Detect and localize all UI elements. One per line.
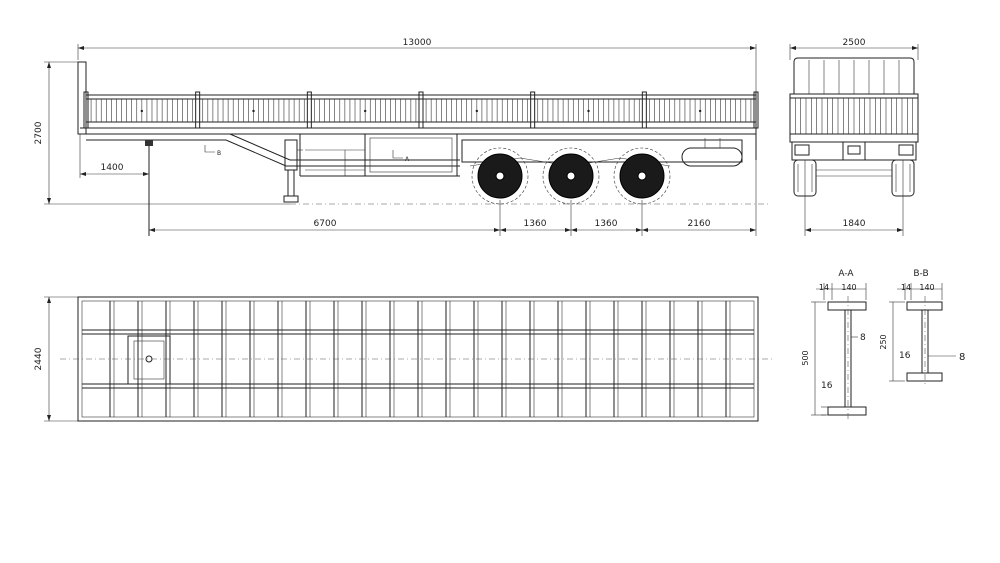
side-view: 13000 2700 (34, 38, 770, 236)
section-b-height: 250 (879, 334, 888, 349)
side-post (641, 91, 647, 129)
section-b-title: B-B (913, 269, 928, 279)
wheel-axle-2 (542, 147, 600, 205)
main-beam (86, 133, 460, 177)
section-a-flange-thickness: 16 (821, 381, 833, 391)
wheel-axle-1 (471, 147, 529, 205)
headboard (77, 61, 87, 135)
side-post (753, 91, 759, 129)
section-a-title: A-A (838, 269, 854, 279)
dimension-label-kingpin-to-axle: 6700 (314, 219, 337, 229)
section-marker-b: B (204, 145, 221, 157)
rear-headboard-slats (808, 60, 900, 94)
section-marker-a: A (392, 150, 410, 163)
side-post (83, 91, 89, 129)
section-b-flange-width: 140 (919, 283, 934, 292)
dimension-chain-bottom: 6700 1360 1360 2160 (149, 160, 757, 236)
side-panels (83, 91, 759, 129)
section-marker-b-label: B (217, 150, 221, 157)
side-post (306, 91, 312, 129)
section-marker-a-label: A (405, 156, 410, 163)
dimension-track-width: 1840 (804, 196, 904, 236)
rear-headboard (793, 57, 915, 94)
plan-view: 2440 (34, 296, 775, 422)
dimension-label-height: 2700 (34, 121, 44, 144)
side-post (195, 91, 201, 129)
dimension-height: 2700 (34, 61, 290, 205)
rear-view: 2500 1 (789, 38, 919, 236)
wheel-axle-3 (613, 147, 671, 205)
section-a-web-thickness: 8 (860, 333, 866, 343)
dimension-overall-width: 2500 (789, 38, 919, 60)
dimension-front-overhang: 1400 (79, 134, 149, 178)
section-b-top-flange (906, 301, 943, 311)
landing-gear (283, 139, 303, 203)
rear-panel-slats (795, 98, 913, 134)
kingpin-plate (127, 335, 171, 385)
section-a-height: 500 (801, 350, 810, 365)
dimension-label-deck-width: 2440 (34, 347, 44, 370)
dimension-label-track-width: 1840 (843, 219, 866, 229)
section-a-flange-offset: 14 (819, 283, 829, 292)
rear-wheels-left (793, 159, 817, 197)
rear-wheels-right (891, 159, 915, 197)
section-b-flange-thickness: 16 (899, 351, 911, 361)
dimension-label-front-overhang: 1400 (101, 163, 124, 173)
section-a-bottom-flange (827, 406, 867, 416)
side-post (418, 91, 424, 129)
section-b-b: B-B 14 140 250 16 8 (879, 269, 965, 386)
toolbox (364, 133, 458, 177)
dimension-label-axle-spacing-1: 1360 (524, 219, 547, 229)
king-pin (145, 140, 153, 236)
section-a-a: A-A 14 140 500 8 16 (801, 269, 867, 420)
air-tank (681, 147, 743, 167)
dimension-overall-length: 13000 (77, 38, 757, 92)
dimension-label-overall-width: 2500 (843, 38, 866, 48)
dimension-deck-width: 2440 (34, 296, 78, 422)
section-a-top-flange (827, 301, 867, 311)
deck-crossmembers (82, 301, 754, 417)
section-a-flange-width: 140 (841, 283, 856, 292)
dimension-label-rear-overhang: 2160 (688, 219, 711, 229)
section-b-flange-offset: 14 (901, 283, 911, 292)
section-b-web-thickness: 8 (959, 352, 965, 363)
rear-bumper-frame (791, 141, 917, 161)
dimension-label-axle-spacing-2: 1360 (595, 219, 618, 229)
section-b-bottom-flange (906, 372, 943, 382)
rear-center-beam (842, 141, 866, 161)
side-post (530, 91, 536, 129)
dimension-label-overall-length: 13000 (403, 38, 432, 48)
